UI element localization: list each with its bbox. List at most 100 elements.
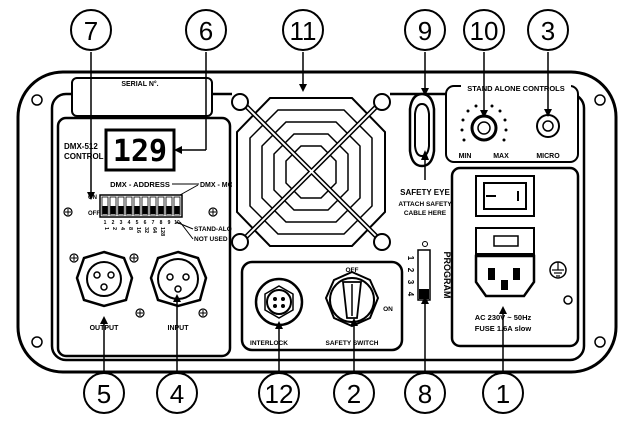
dip-switch-lever <box>126 206 132 214</box>
dip-switch-lever <box>150 206 156 214</box>
stand-alone-controls-label: STAND ALONE CONTROLS <box>467 84 565 93</box>
dmx-title-2: CONTROL <box>64 152 104 161</box>
stand-alone-label: STAND-ALONE <box>194 226 241 233</box>
callout-number: 1 <box>496 379 510 409</box>
callout-number: 9 <box>418 16 432 46</box>
dip-number: 7 <box>152 220 155 226</box>
power-switch[interactable] <box>475 175 535 217</box>
dip-switch-lever <box>142 206 148 214</box>
program-label: PROGRAM <box>442 252 452 299</box>
dip-value: 32 <box>143 227 149 233</box>
max-label: MAX <box>493 153 509 160</box>
on-switch-label: ON <box>383 306 393 313</box>
program-number: 4 <box>406 292 415 297</box>
on-label: ON <box>88 195 97 201</box>
power-inlet[interactable] <box>474 254 536 298</box>
dip-number: 4 <box>128 220 131 226</box>
not-used-label: NOT USED <box>194 236 228 243</box>
off-label: OFF <box>88 211 100 217</box>
dip-switch-lever <box>134 206 140 214</box>
dip-switches <box>101 196 181 216</box>
callout-2: 2 <box>333 372 375 414</box>
dip-switch-lever <box>174 206 180 214</box>
callout-number: 2 <box>347 379 361 409</box>
callout-10: 10 <box>463 9 505 51</box>
safety-switch-label: SAFETY SWITCH <box>326 340 379 347</box>
dip-number: 5 <box>136 220 139 226</box>
program-number: 2 <box>406 268 415 273</box>
dip-number: 10 <box>174 220 180 226</box>
screw-icon <box>135 308 145 318</box>
ground-screw-icon <box>563 295 573 305</box>
fuse-holder[interactable] <box>475 227 535 255</box>
callout-1: 1 <box>482 372 524 414</box>
mount-hole-icon <box>594 94 606 106</box>
dip-value: 8 <box>127 227 133 230</box>
dip-switch-lever <box>118 206 124 214</box>
dip-value: 1 <box>103 227 109 230</box>
callout-number: 11 <box>290 16 317 46</box>
speed-knob[interactable] <box>460 104 508 142</box>
leader-arrows <box>87 84 552 329</box>
screw-icon <box>129 253 139 263</box>
dip-switch-lever <box>166 206 172 214</box>
program-number: 3 <box>406 280 415 285</box>
input-label: INPUT <box>168 325 190 332</box>
screw-icon <box>208 207 218 217</box>
attach-safety-label: ATTACH SAFETY <box>398 201 452 208</box>
callout-7: 7 <box>70 9 112 51</box>
interlock-connector[interactable] <box>254 277 304 327</box>
dip-number: 8 <box>160 220 163 226</box>
dip-value: 16 <box>135 227 141 233</box>
dip-number: 2 <box>112 220 115 226</box>
dip-value: 128 <box>159 227 165 236</box>
interlock-label: INTERLOCK <box>250 340 288 347</box>
dmx-title-1: DMX-512 <box>64 142 98 151</box>
ground-icon <box>549 261 567 279</box>
dip-switch-lever <box>158 206 164 214</box>
screw-icon <box>198 308 208 318</box>
program-number: 1 <box>406 256 415 261</box>
dip-value: 64 <box>151 227 157 234</box>
display-value: 129 <box>113 134 167 169</box>
led-display <box>104 128 176 172</box>
mount-hole-icon <box>31 94 43 106</box>
dip-number: 1 <box>104 220 107 226</box>
dip-switch-lever <box>110 206 116 214</box>
callout-number: 5 <box>97 379 111 409</box>
xlr-output-connector[interactable] <box>75 250 134 308</box>
dip-number: 6 <box>144 220 147 226</box>
safety-eye[interactable] <box>408 92 436 168</box>
callout-number: 8 <box>418 379 432 409</box>
dmx-address-label: DMX - ADDRESS <box>110 180 170 189</box>
safety-eye-label: SAFETY EYE <box>400 188 450 197</box>
callout-8: 8 <box>404 372 446 414</box>
callout-number: 3 <box>541 16 555 46</box>
micro-label: MICRO <box>536 153 560 160</box>
mount-hole-icon <box>594 336 606 348</box>
serial-box <box>71 77 213 117</box>
dip-switch-lever <box>102 206 108 214</box>
callout-number: 6 <box>199 16 213 46</box>
dip-number: 3 <box>120 220 123 226</box>
callout-5: 5 <box>83 372 125 414</box>
callout-12: 12 <box>258 372 300 414</box>
callout-9: 9 <box>404 9 446 51</box>
callout-3: 3 <box>527 9 569 51</box>
program-selector-knob[interactable] <box>419 289 429 299</box>
callout-number: 4 <box>170 379 184 409</box>
callout-11: 11 <box>282 9 324 51</box>
program-numbers: 1 2 3 4 <box>406 256 415 297</box>
safety-switch[interactable] <box>324 270 380 328</box>
screw-icon <box>63 207 73 217</box>
min-label: MIN <box>459 153 472 160</box>
dip-number: 9 <box>168 220 171 226</box>
fan-grille <box>231 90 391 251</box>
callout-number: 10 <box>470 16 499 46</box>
microphone-icon <box>536 114 560 138</box>
callout-4: 4 <box>156 372 198 414</box>
dip-value: 4 <box>119 227 125 231</box>
